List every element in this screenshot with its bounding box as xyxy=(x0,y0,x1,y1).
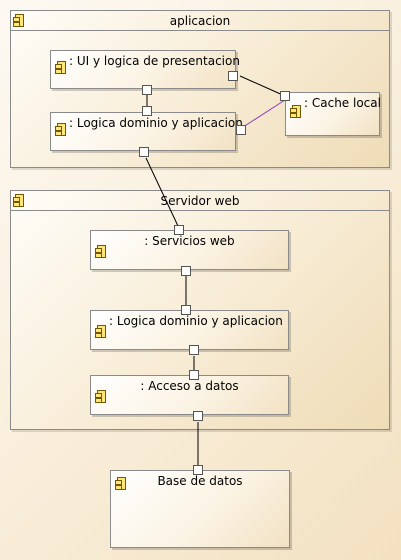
port[interactable] xyxy=(193,411,203,421)
component-cache-local[interactable]: : Cache local xyxy=(285,92,381,136)
component-icon xyxy=(115,477,126,490)
component-ui-presentacion[interactable]: : UI y logica de presentacion xyxy=(50,50,240,89)
component-label: : UI y logica de presentacion xyxy=(69,54,240,68)
component-label: : Logica dominio y aplicacion xyxy=(69,116,243,130)
port[interactable] xyxy=(174,225,184,235)
port[interactable] xyxy=(189,345,199,355)
port[interactable] xyxy=(228,71,238,81)
component-icon xyxy=(95,390,106,403)
connector-app-cache xyxy=(239,99,286,130)
port[interactable] xyxy=(193,465,203,475)
component-icon xyxy=(95,245,106,258)
package-title: Servidor web xyxy=(160,194,240,208)
port[interactable] xyxy=(189,370,199,380)
package-icon xyxy=(13,194,24,207)
component-label: : Logica dominio y aplicacion xyxy=(109,314,283,328)
port[interactable] xyxy=(142,106,152,116)
port[interactable] xyxy=(236,125,246,135)
component-icon xyxy=(55,61,66,74)
port[interactable] xyxy=(142,85,152,95)
component-icon xyxy=(290,105,301,118)
connector-app-servicios xyxy=(145,157,179,227)
port[interactable] xyxy=(181,266,191,276)
component-logica-aplicacion[interactable]: : Logica dominio y aplicacion xyxy=(50,112,243,151)
port[interactable] xyxy=(181,305,191,315)
component-label: Base de datos xyxy=(157,474,243,488)
package-header: aplicacion xyxy=(11,11,389,31)
connector-ui-cache xyxy=(239,75,286,97)
port[interactable] xyxy=(280,91,290,101)
component-logica-servidor[interactable]: : Logica dominio y aplicacion xyxy=(90,310,289,350)
package-title: aplicacion xyxy=(169,14,231,28)
component-icon xyxy=(55,123,66,136)
port[interactable] xyxy=(139,147,149,157)
component-icon xyxy=(95,325,106,338)
component-label: : Cache local xyxy=(304,96,381,110)
package-header: Servidor web xyxy=(11,191,389,211)
component-label: : Acceso a datos xyxy=(140,379,239,393)
component-label: : Servicios web xyxy=(144,234,235,248)
component-acceso-datos[interactable]: : Acceso a datos xyxy=(90,375,289,415)
package-icon xyxy=(13,14,24,27)
